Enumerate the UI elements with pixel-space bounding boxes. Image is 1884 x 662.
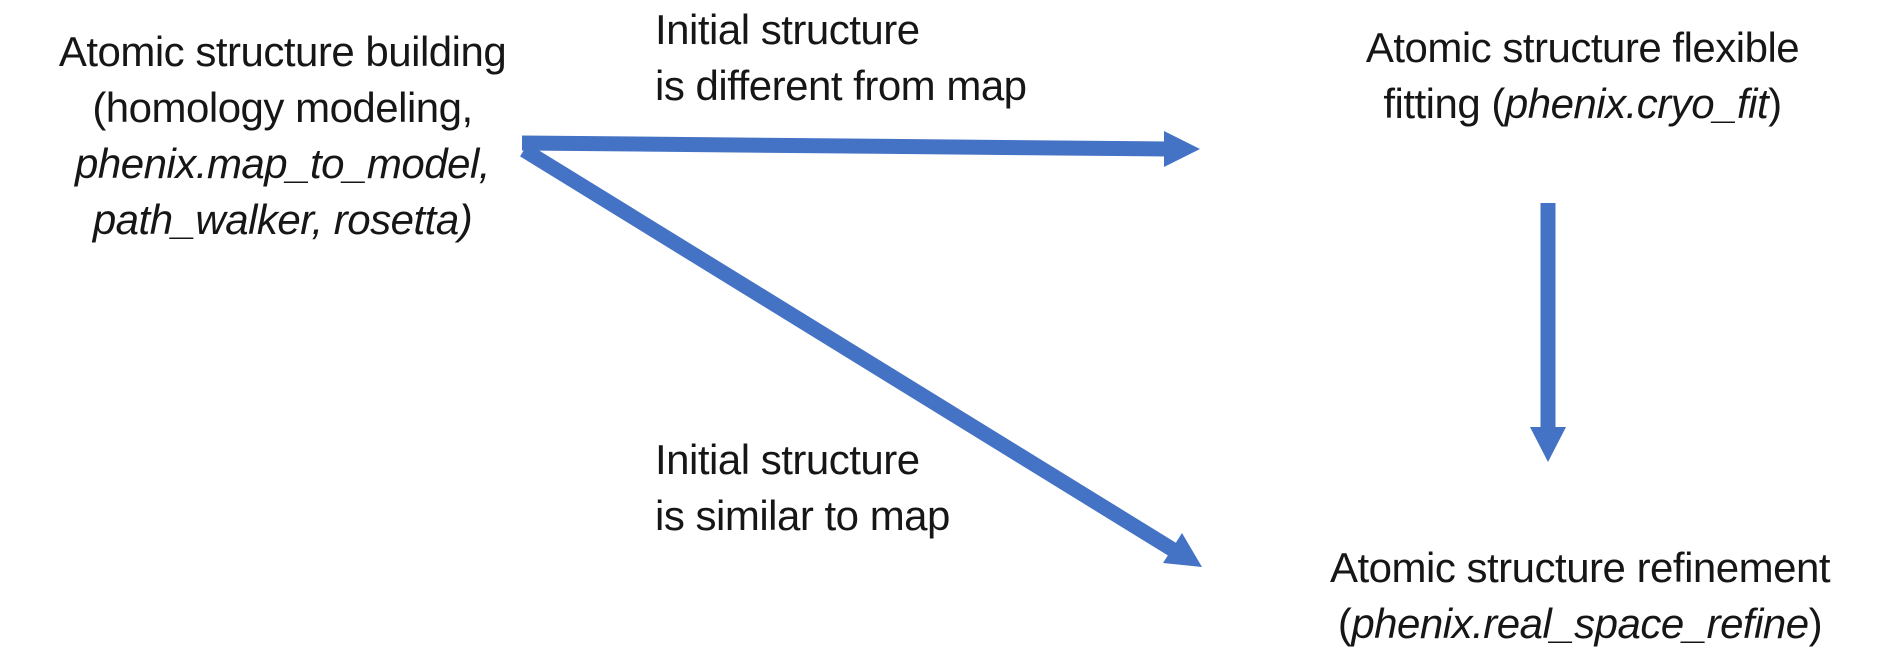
node-structure-refinement-line1: Atomic structure refinement — [1329, 544, 1831, 591]
edge-label-similar-line2: is similar to map — [655, 492, 950, 539]
node-flexible-fitting-line1: Atomic structure flexible — [1365, 24, 1800, 71]
tool-name-real-space-refine: phenix.real_space_refine — [1351, 600, 1809, 647]
arrow-fitting-to-refinement — [1530, 203, 1566, 462]
node-structure-building-line4: path_walker, rosetta) — [92, 196, 473, 243]
node-structure-building-line1: Atomic structure building — [58, 28, 507, 75]
edge-label-different-line1: Initial structure — [655, 6, 920, 53]
node-flexible-fitting-line2: fitting (phenix.cryo_fit) — [1383, 80, 1782, 127]
arrow-building-to-fitting-head — [1164, 131, 1200, 167]
arrow-building-to-refinement-shaft — [520, 143, 1179, 558]
node-structure-building: Atomic structure building (homology mode… — [5, 24, 560, 248]
node-structure-building-line2: (homology modeling, — [92, 84, 473, 131]
arrow-fitting-to-refinement-head — [1530, 427, 1566, 462]
node-structure-refinement: Atomic structure refinement (phenix.real… — [1280, 540, 1880, 652]
tool-name-cryo-fit: phenix.cryo_fit — [1504, 80, 1769, 127]
edge-label-different: Initial structure is different from map — [655, 2, 1027, 114]
node-structure-refinement-line2: (phenix.real_space_refine) — [1337, 600, 1823, 647]
edge-label-similar: Initial structure is similar to map — [655, 432, 950, 544]
arrow-building-to-fitting — [521, 131, 1200, 167]
edge-label-different-line2: is different from map — [655, 62, 1027, 109]
node-structure-building-line3: phenix.map_to_model, — [75, 140, 490, 187]
arrow-building-to-refinement — [520, 143, 1202, 567]
node-flexible-fitting: Atomic structure flexible fitting (pheni… — [1285, 20, 1880, 132]
edge-label-similar-line1: Initial structure — [655, 436, 920, 483]
arrow-building-to-refinement-head — [1163, 533, 1202, 567]
arrow-building-to-fitting-shaft — [521, 135, 1169, 157]
